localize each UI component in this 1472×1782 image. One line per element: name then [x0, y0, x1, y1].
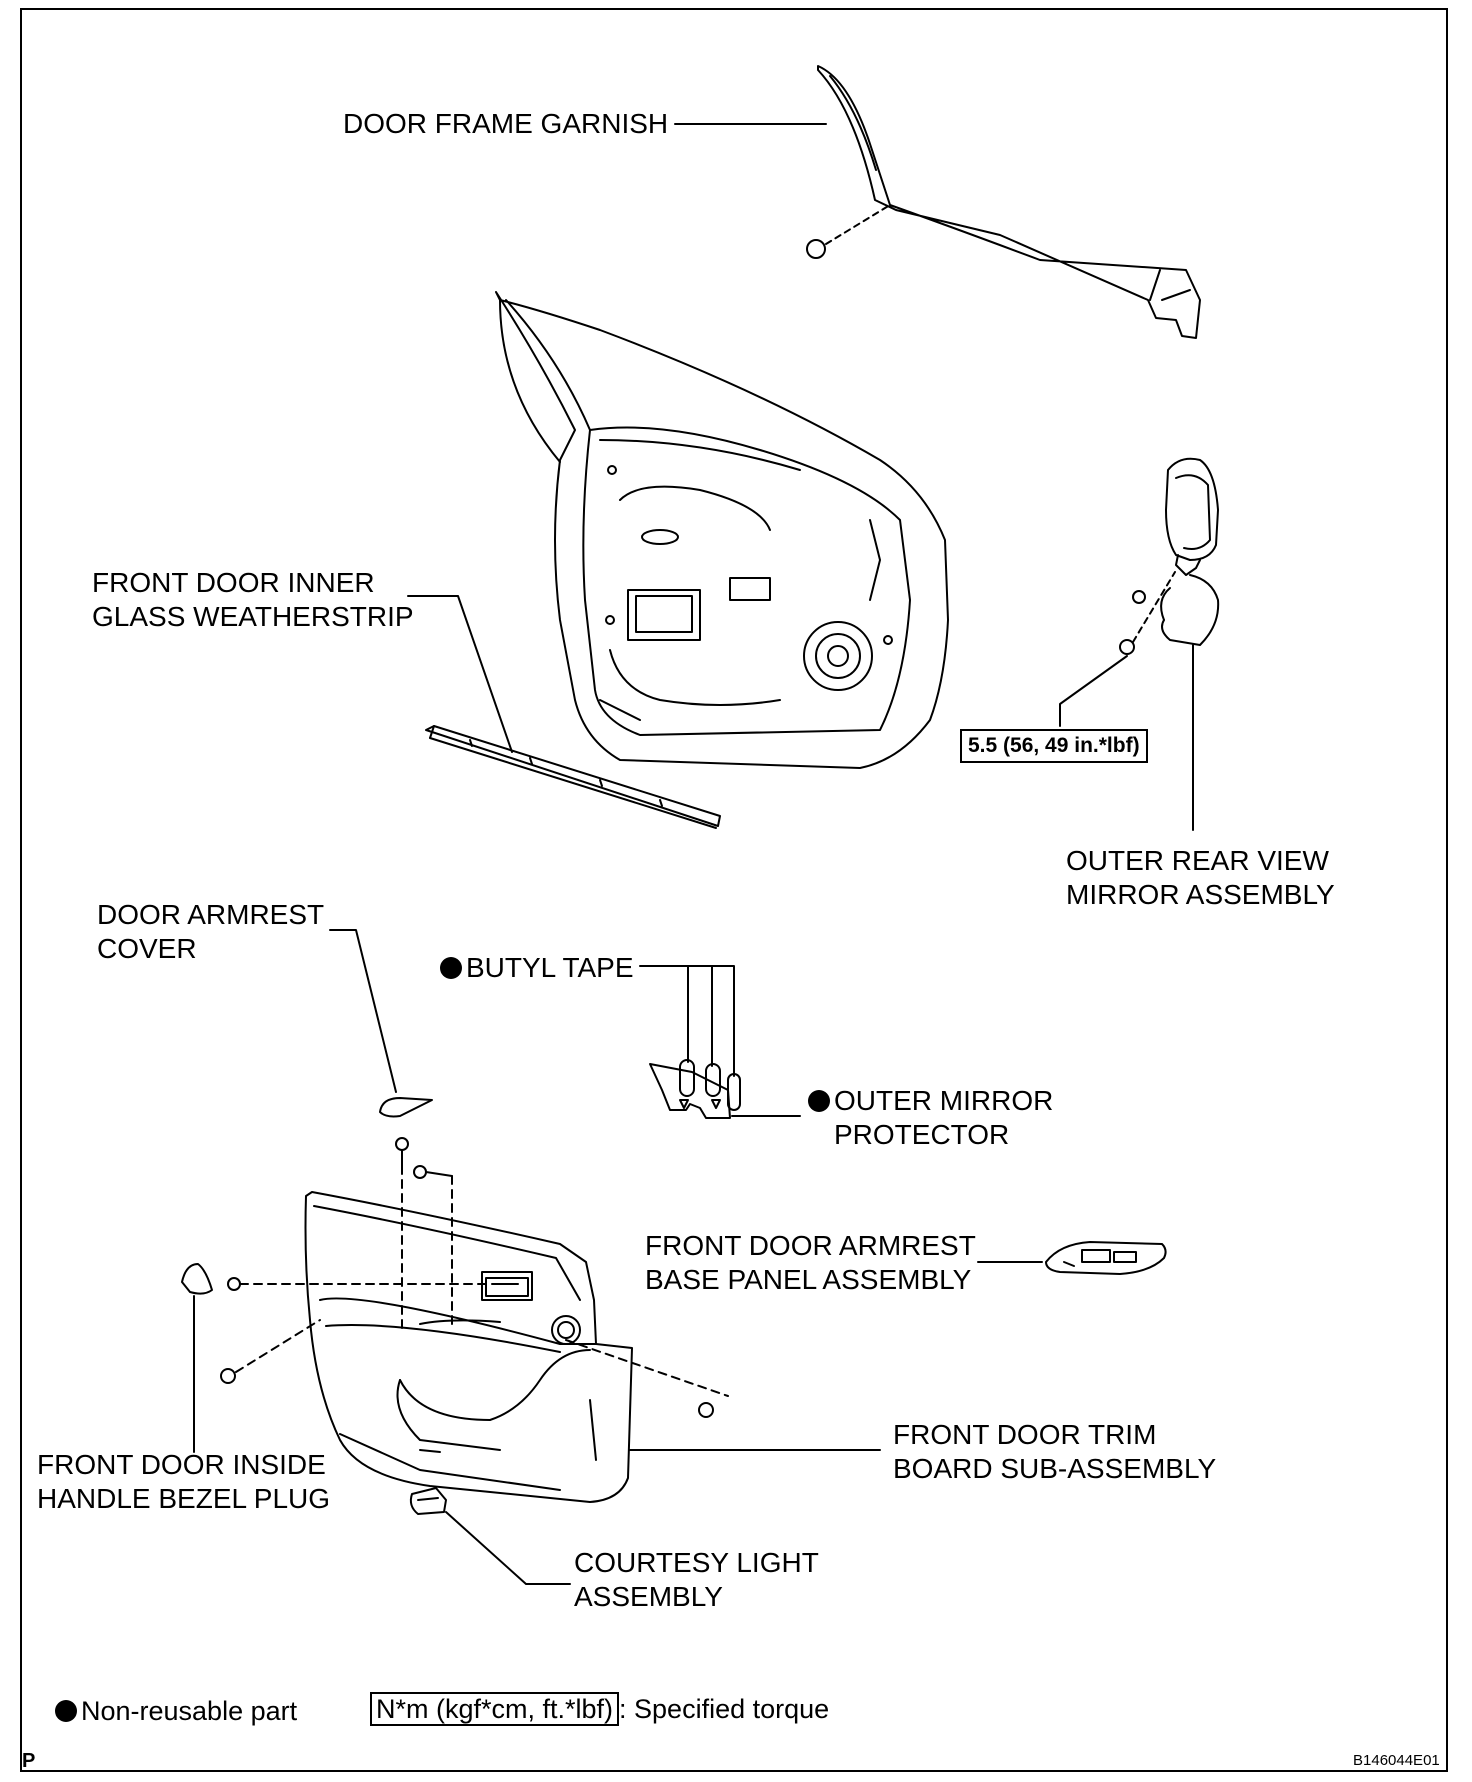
non-reusable-dot-icon — [440, 957, 462, 979]
label-bezel-plug: FRONT DOOR INSIDE HANDLE BEZEL PLUG — [37, 1449, 331, 1514]
label-armrest-base-panel: FRONT DOOR ARMREST BASE PANEL ASSEMBLY — [645, 1230, 976, 1295]
legend-non-reusable-text: Non-reusable part — [81, 1696, 298, 1726]
courtesy-light-leader-line — [445, 1511, 571, 1585]
outer-mirror-part — [1119, 457, 1220, 655]
legend-non-reusable: Non-reusable part — [55, 1694, 297, 1728]
inner-glass-weatherstrip-part — [425, 725, 721, 829]
trim-board-part — [304, 1191, 633, 1503]
front-door-panel-part — [495, 291, 949, 769]
legend-torque-suffix: : Specified torque — [619, 1694, 830, 1724]
label-door-armrest-cover: DOOR ARMREST COVER — [97, 899, 325, 964]
legend-torque: N*m (kgf*cm, ft.*lbf): Specified torque — [370, 1692, 829, 1726]
armrest-cover-leader-line — [329, 929, 397, 1093]
non-reusable-dot-icon — [808, 1090, 830, 1112]
mirror-protector-text: OUTER MIRROR PROTECTOR — [834, 1085, 1054, 1150]
corner-mark: P — [22, 1750, 36, 1772]
weatherstrip-leader-line — [407, 595, 513, 753]
torque-spec-box: 5.5 (56, 49 in.*lbf) — [960, 729, 1148, 763]
mirror-protector-part — [649, 1059, 741, 1119]
non-reusable-dot-icon — [55, 1700, 77, 1722]
butyl-tape-leader-lines — [639, 965, 735, 1077]
armrest-cover-part — [379, 1097, 433, 1118]
courtesy-light-part — [409, 1487, 447, 1515]
torque-leader-line — [1059, 655, 1128, 727]
door-frame-garnish-part — [806, 65, 1201, 339]
armrest-base-panel-part — [1045, 1241, 1167, 1275]
label-inner-glass-weatherstrip: FRONT DOOR INNER GLASS WEATHERSTRIP — [92, 567, 414, 632]
label-door-frame-garnish: DOOR FRAME GARNISH — [343, 108, 669, 139]
label-butyl-tape: BUTYL TAPE — [440, 951, 634, 985]
trim-screws — [220, 1137, 729, 1418]
legend-torque-units: N*m (kgf*cm, ft.*lbf) — [370, 1692, 620, 1726]
butyl-tape-text: BUTYL TAPE — [466, 952, 634, 983]
label-courtesy-light: COURTESY LIGHT ASSEMBLY — [574, 1547, 819, 1612]
label-outer-mirror-protector: OUTER MIRROR PROTECTOR — [808, 1084, 1053, 1152]
diagram-frame — [20, 8, 1448, 1772]
label-trim-board: FRONT DOOR TRIM BOARD SUB-ASSEMBLY — [893, 1419, 1217, 1484]
figure-code: B146044E01 — [1353, 1752, 1440, 1769]
bezel-plug-part — [181, 1263, 213, 1295]
label-outer-rear-view-mirror: OUTER REAR VIEW MIRROR ASSEMBLY — [1066, 845, 1335, 910]
